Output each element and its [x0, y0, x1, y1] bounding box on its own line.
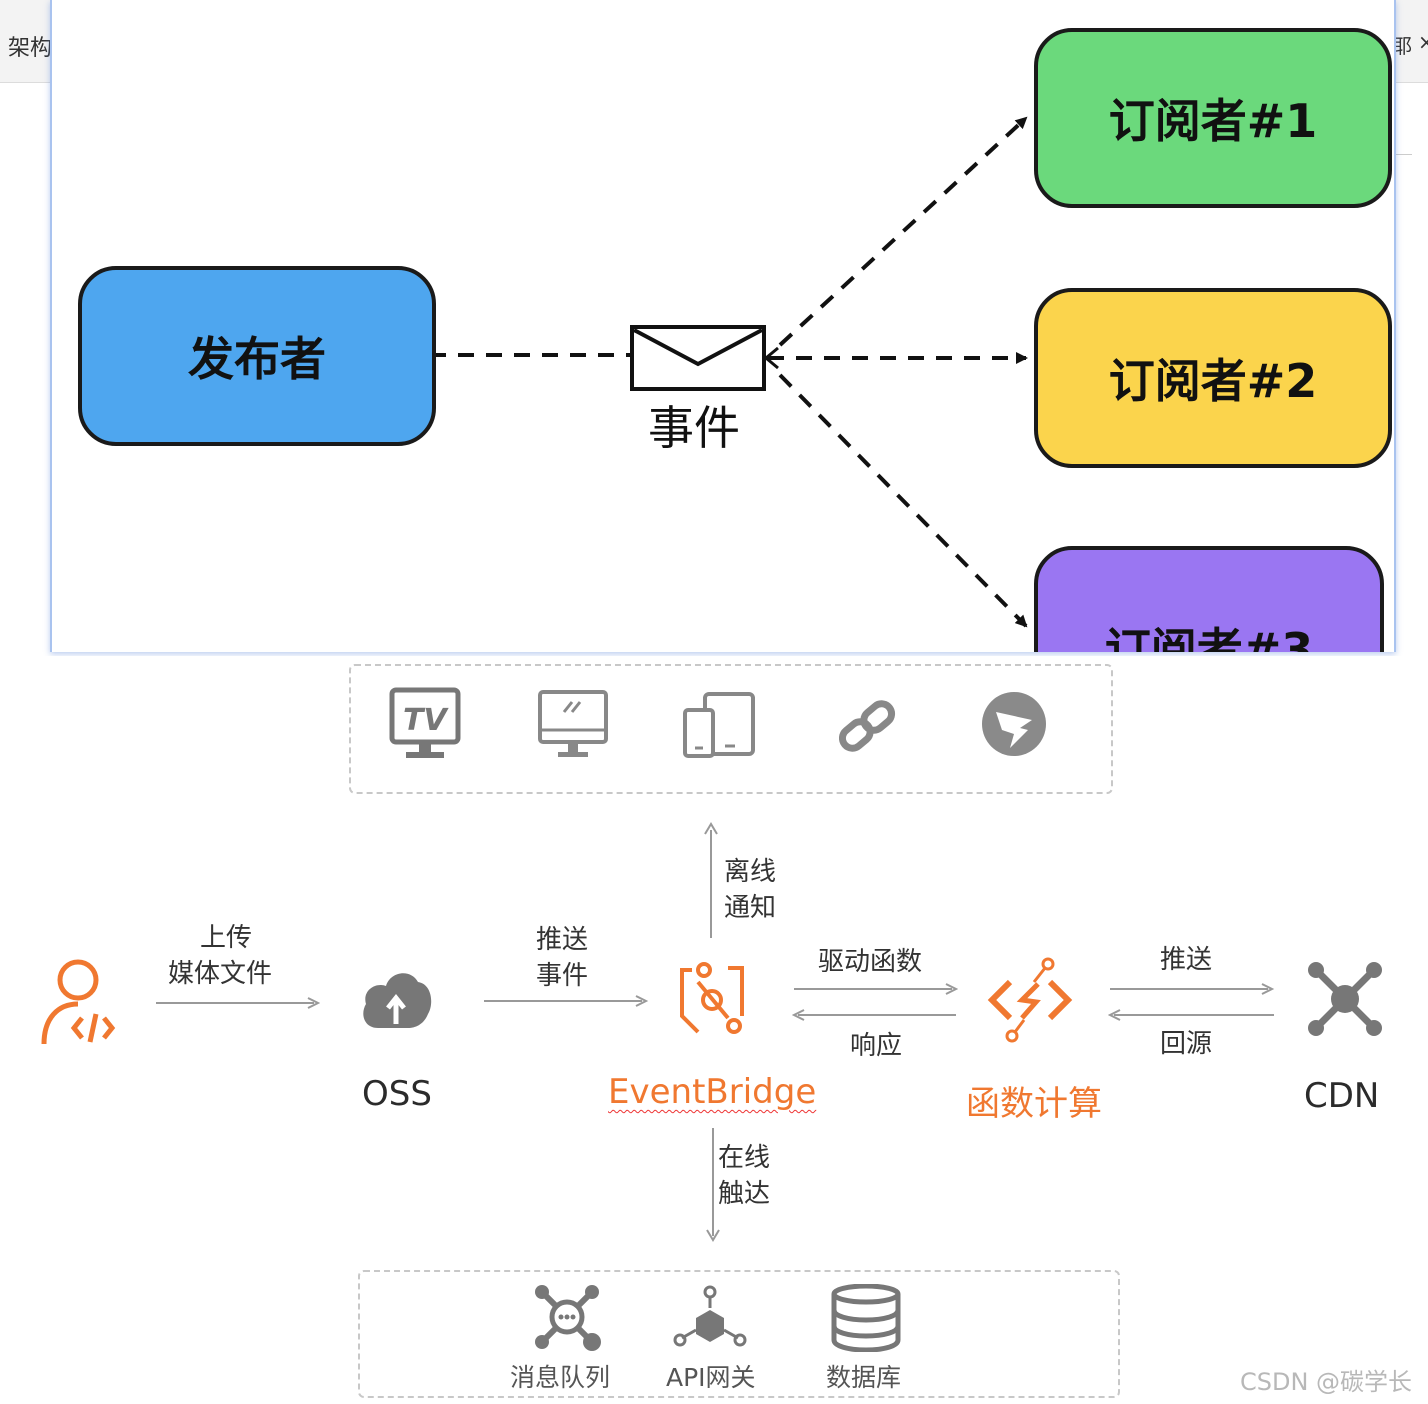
desktop-monitor-icon [538, 690, 608, 757]
background-tab-title-right[interactable]: 耶 [1392, 34, 1412, 58]
cdn-icon [1308, 962, 1382, 1036]
pubsub-diagram-panel: 发布者 事件 订阅者#1 订阅者#2 订阅者#3 [50, 0, 1396, 652]
offline-notify-arrow [704, 822, 718, 938]
svg-text:TV: TV [403, 703, 449, 738]
eventbridge-label: EventBridge [608, 1072, 817, 1112]
subscriber-2-label: 订阅者#2 [1108, 354, 1318, 408]
oss-cloud-icon [363, 973, 432, 1028]
event-to-subscriber3-arrow [778, 373, 1028, 628]
drive-function-arrow [794, 983, 958, 995]
response-label: 响应 [850, 1031, 903, 1061]
eventbridge-architecture-panel: TV 离线 通知 上传 [0, 656, 1428, 1404]
publisher-box: 发布者 [78, 266, 436, 446]
event-to-subscriber1-arrow [778, 116, 1028, 347]
offline-notify-label-1: 离线 [724, 857, 777, 887]
link-icon [838, 700, 896, 752]
envelope-icon [630, 325, 766, 391]
divider [1392, 154, 1412, 155]
developer-icon [41, 959, 116, 1045]
cdn-label: CDN [1304, 1076, 1380, 1116]
upload-label-2: 媒体文件 [168, 959, 273, 989]
function-compute-icon [987, 957, 1073, 1043]
upload-label-1: 上传 [200, 923, 253, 953]
pubsub-connectors [430, 116, 1028, 628]
subscriber-1-label: 订阅者#1 [1108, 94, 1318, 148]
origin-label: 回源 [1160, 1029, 1213, 1059]
subscriber-3-box: 订阅者#3 [1034, 546, 1384, 652]
oss-label: OSS [362, 1074, 432, 1114]
offline-notify-label-2: 通知 [724, 893, 777, 923]
background-tab-title[interactable]: 架构 [8, 36, 53, 61]
close-icon[interactable]: × [1418, 30, 1428, 54]
database-label: 数据库 [826, 1363, 902, 1392]
subscriber-3-label: 订阅者#3 [1104, 623, 1314, 652]
online-reach-arrow [706, 1128, 720, 1242]
drive-function-label: 驱动函数 [818, 947, 923, 977]
online-reach-label-2: 触达 [718, 1179, 771, 1209]
dingtalk-icon [982, 692, 1046, 756]
clients-group [349, 664, 1113, 794]
push-event-label-1: 推送 [536, 925, 589, 955]
push-event-arrow [484, 995, 649, 1007]
publisher-label: 发布者 [188, 332, 326, 386]
online-reach-label-1: 在线 [718, 1143, 771, 1173]
phone-tablet-icon [683, 692, 755, 758]
backends-group [358, 1270, 1120, 1398]
message-queue-label: 消息队列 [510, 1363, 611, 1392]
database-icon [831, 1284, 901, 1352]
api-gateway-label: API网关 [666, 1363, 756, 1392]
subscriber-2-box: 订阅者#2 [1034, 288, 1392, 468]
push-label: 推送 [1160, 945, 1213, 975]
eventbridge-icon [680, 962, 744, 1034]
upload-arrow [156, 997, 320, 1009]
api-gateway-icon [673, 1285, 747, 1347]
push-arrow [1110, 983, 1275, 995]
origin-arrow [1108, 1009, 1274, 1021]
push-event-label-2: 事件 [536, 961, 589, 991]
message-queue-icon [535, 1285, 601, 1351]
function-compute-label: 函数计算 [966, 1084, 1102, 1124]
tv-icon: TV [389, 687, 461, 758]
subscriber-1-box: 订阅者#1 [1034, 28, 1392, 208]
watermark: CSDN @碳学长 [1240, 1368, 1413, 1396]
event-label: 事件 [648, 401, 740, 455]
response-arrow [792, 1009, 956, 1021]
